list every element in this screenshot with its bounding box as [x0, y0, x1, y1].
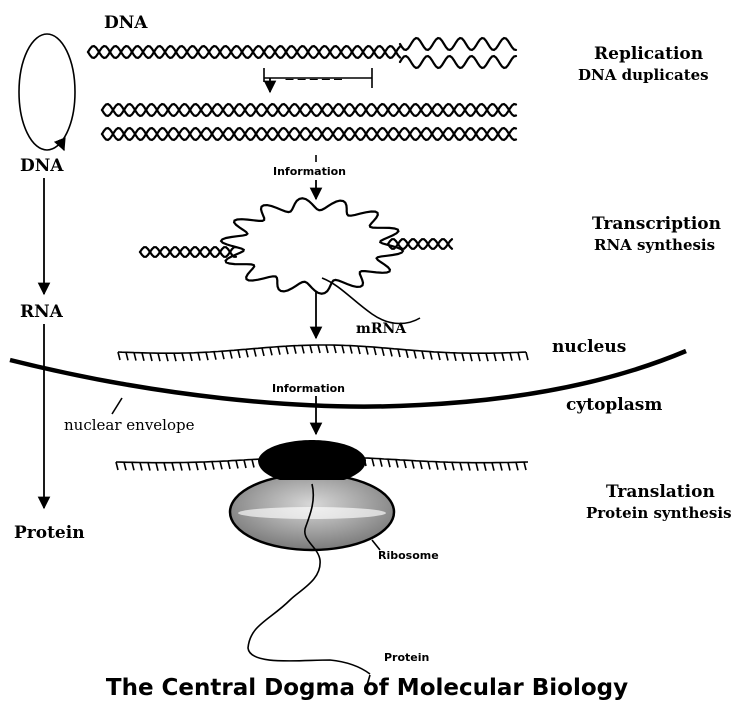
replication-loop — [19, 34, 75, 150]
ribosome — [230, 440, 394, 550]
cytoplasm-label: cytoplasm — [566, 395, 662, 415]
transcription-subtitle: RNA synthesis — [594, 236, 715, 254]
mrna-label: mRNA — [356, 321, 407, 337]
transcription-title: Transcription — [592, 214, 721, 234]
mrna-strand-nucleus — [118, 345, 528, 361]
replication-title: Replication — [594, 44, 703, 64]
daughter-dna-helix-2 — [102, 128, 516, 140]
transcription-bubble — [140, 198, 452, 323]
information-label-2: Information — [272, 382, 345, 395]
replication-bracket: — — — — — — [264, 68, 372, 92]
translation-subtitle: Protein synthesis — [586, 504, 732, 522]
svg-text:— — — — —: — — — — — — [285, 75, 343, 85]
diagram-title: The Central Dogma of Molecular Biology — [106, 675, 628, 701]
flow-dna-top-label: DNA — [20, 156, 64, 176]
parent-dna-helix — [88, 38, 516, 68]
protein-label: Protein — [384, 651, 429, 664]
flow-rna-label: RNA — [20, 302, 64, 322]
information-label-1: Information — [273, 165, 346, 178]
nucleus-label: nucleus — [552, 337, 626, 357]
daughter-dna-helix-1 — [102, 104, 516, 116]
flow-protein-label: Protein — [14, 523, 85, 543]
translation-title: Translation — [606, 482, 715, 502]
dna-strand-label: DNA — [104, 13, 148, 33]
replication-subtitle: DNA duplicates — [578, 66, 709, 84]
nuclear-envelope-label: nuclear envelope — [64, 416, 195, 434]
ribosome-label: Ribosome — [378, 549, 439, 562]
